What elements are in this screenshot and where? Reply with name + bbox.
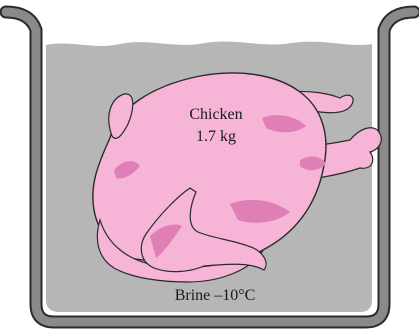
brine-temperature-label: Brine –10°C [150, 287, 280, 305]
chicken-mass-label: 1.7 kg [176, 128, 256, 146]
chicken-name-label: Chicken [176, 106, 256, 124]
